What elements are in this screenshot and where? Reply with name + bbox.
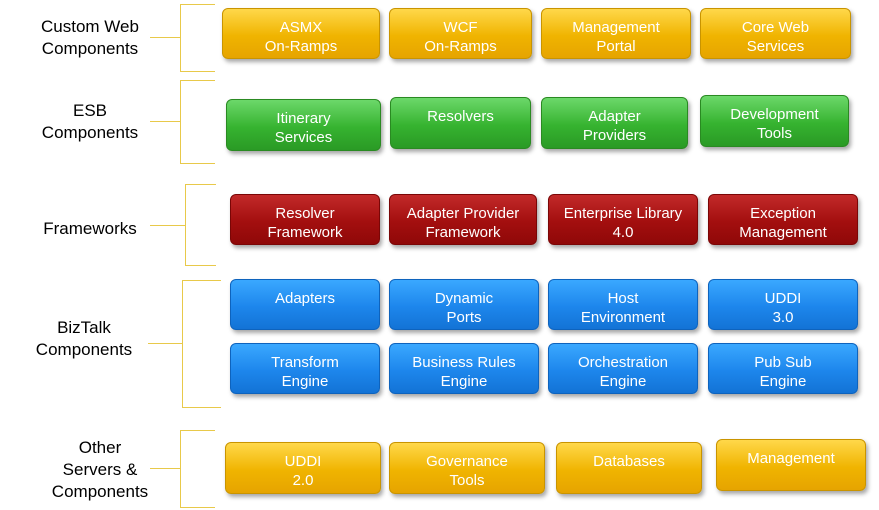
layer-label-other: Other Servers & Components — [51, 438, 149, 501]
bracket-tick-esb — [150, 121, 180, 122]
box-orchestration-engine[interactable]: Orchestration Engine — [548, 343, 698, 394]
bracket-esb — [180, 80, 215, 164]
box-core-web-services[interactable]: Core Web Services — [700, 8, 851, 59]
box-uddi-2[interactable]: UDDI 2.0 — [225, 442, 381, 494]
bracket-custom-web — [180, 4, 215, 72]
bracket-tick-frameworks — [150, 225, 185, 226]
box-dynamic-ports[interactable]: Dynamic Ports — [389, 279, 539, 330]
box-management-portal[interactable]: Management Portal — [541, 8, 691, 59]
box-management[interactable]: Management — [716, 439, 866, 491]
box-adapter-providers[interactable]: Adapter Providers — [541, 97, 688, 149]
bracket-other — [180, 430, 215, 508]
box-adapters[interactable]: Adapters — [230, 279, 380, 330]
layer-label-biztalk: BizTalk Components — [35, 318, 133, 359]
bracket-tick-biztalk — [148, 343, 182, 344]
layer-label-esb: ESB Components — [41, 101, 139, 142]
box-asmx-on-ramps[interactable]: ASMX On-Ramps — [222, 8, 380, 59]
box-wcf-on-ramps[interactable]: WCF On-Ramps — [389, 8, 532, 59]
box-host-environment[interactable]: Host Environment — [548, 279, 698, 330]
box-development-tools[interactable]: Development Tools — [700, 95, 849, 147]
bracket-tick-custom-web — [150, 37, 180, 38]
box-databases[interactable]: Databases — [556, 442, 702, 494]
box-governance-tools[interactable]: Governance Tools — [389, 442, 545, 494]
layer-label-frameworks: Frameworks — [43, 219, 137, 238]
box-transform-engine[interactable]: Transform Engine — [230, 343, 380, 394]
box-exception-management[interactable]: Exception Management — [708, 194, 858, 245]
box-uddi-3[interactable]: UDDI 3.0 — [708, 279, 858, 330]
layer-label-custom-web: Custom Web Components — [41, 17, 139, 58]
box-adapter-provider-framework[interactable]: Adapter Provider Framework — [389, 194, 537, 245]
box-enterprise-library[interactable]: Enterprise Library 4.0 — [548, 194, 698, 245]
bracket-tick-other — [150, 468, 180, 469]
bracket-biztalk — [182, 280, 221, 408]
box-itinerary-services[interactable]: Itinerary Services — [226, 99, 381, 151]
bracket-frameworks — [185, 184, 216, 266]
box-resolvers[interactable]: Resolvers — [390, 97, 531, 149]
box-business-rules-engine[interactable]: Business Rules Engine — [389, 343, 539, 394]
box-pub-sub-engine[interactable]: Pub Sub Engine — [708, 343, 858, 394]
box-resolver-framework[interactable]: Resolver Framework — [230, 194, 380, 245]
